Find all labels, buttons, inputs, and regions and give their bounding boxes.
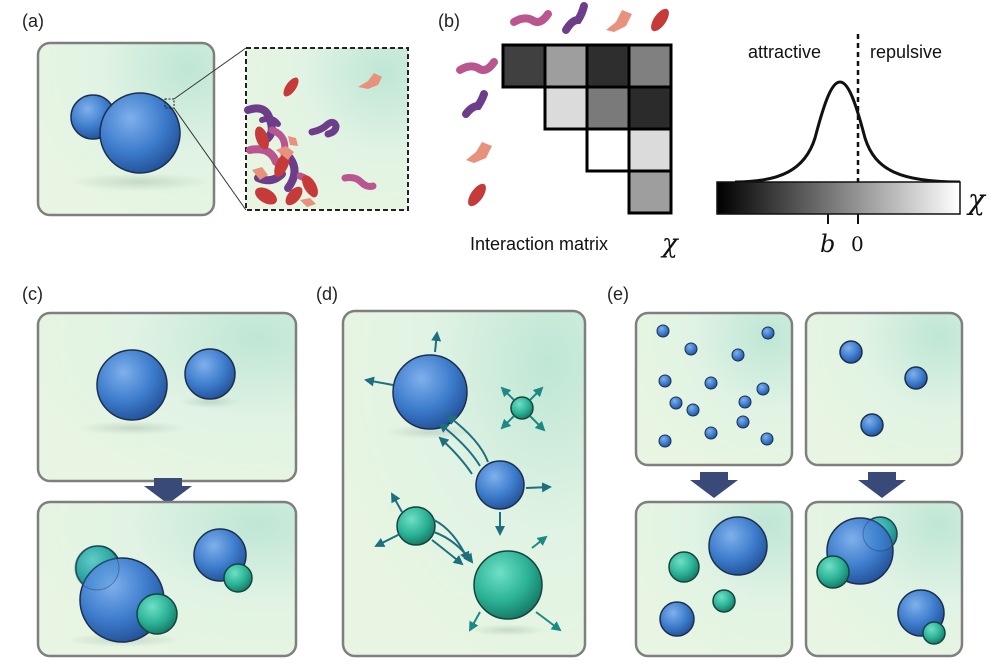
matrix-caption: Interaction matrix — [470, 234, 608, 254]
protein-salmon-icon — [466, 142, 492, 163]
repulsive-label: repulsive — [870, 42, 942, 62]
teal-droplet — [922, 621, 946, 645]
teal-droplet — [712, 589, 736, 613]
droplet — [860, 413, 884, 437]
transition-arrow — [144, 478, 192, 504]
colorbar — [716, 181, 961, 215]
protein-salmon — [358, 73, 382, 89]
panel-a — [36, 41, 409, 217]
small-droplet — [184, 348, 236, 400]
protein-pink-icon — [510, 10, 552, 26]
medium-droplet — [475, 460, 525, 510]
chi-symbol-matrix: χ — [660, 229, 680, 259]
matrix-cell-2-2 — [585, 127, 631, 173]
matrix-cell-1-1 — [543, 85, 589, 131]
protein-red-icon — [468, 183, 486, 207]
teal-droplet — [136, 593, 178, 635]
flux-arrows — [364, 331, 552, 566]
interaction-matrix — [501, 43, 673, 215]
panel-b-label: (b) — [438, 11, 460, 31]
transition-arrow-left — [690, 472, 738, 498]
panel-e-left-top-box — [634, 311, 794, 467]
large-droplet — [392, 354, 468, 430]
matrix-cell-1-3 — [627, 85, 673, 131]
large-droplet — [99, 92, 181, 174]
droplet-shadow — [70, 173, 210, 191]
protein-pink-icon — [456, 58, 498, 74]
panel-b: Interaction matrix χ attractive repulsiv… — [456, 2, 987, 259]
protein-purple — [308, 118, 340, 138]
protein-cluster — [244, 104, 318, 207]
zoom-line-top — [173, 47, 247, 100]
transition-arrow-right — [858, 472, 906, 498]
protein-red — [283, 77, 299, 97]
small-teal-droplet — [510, 396, 534, 420]
panel-a-label: (a) — [22, 11, 44, 31]
protein-pink — [341, 174, 377, 190]
protein-purple-icon — [462, 90, 488, 118]
droplet — [904, 366, 928, 390]
matrix-cell-1-2 — [585, 85, 631, 131]
tick-zero-label: 0 — [851, 232, 864, 256]
matrix-cell-0-3 — [627, 43, 673, 89]
matrix-cell-0-2 — [585, 43, 631, 89]
matrix-cell-0-0 — [501, 43, 547, 89]
teal-droplet — [816, 555, 850, 589]
distribution-curve — [734, 80, 961, 184]
dissolve-arrows — [469, 386, 562, 632]
panel-e-label: (e) — [607, 284, 629, 304]
panel-e — [634, 311, 964, 658]
matrix-cell-3-3 — [627, 169, 673, 215]
large-droplet — [96, 349, 168, 421]
chi-symbol-colorbar: χ — [966, 183, 987, 216]
panel-c-label: (c) — [22, 284, 43, 304]
panel-c — [36, 311, 298, 658]
droplet — [708, 516, 768, 576]
teal-droplet — [223, 563, 253, 593]
panel-d-box — [341, 309, 587, 658]
panel-d — [341, 309, 587, 658]
matrix-cell-2-3 — [627, 127, 673, 173]
droplet — [659, 601, 695, 637]
panel-e-left-bottom-box — [634, 500, 794, 658]
droplet — [839, 340, 863, 364]
protein-salmon-icon — [606, 10, 632, 32]
protein-red-icon — [651, 8, 669, 32]
many-small-droplets — [656, 324, 775, 448]
large-teal-droplet — [473, 550, 543, 620]
teal-droplet — [668, 551, 700, 583]
attractive-label: attractive — [748, 42, 821, 62]
zoom-region — [164, 98, 175, 109]
panel-c-bottom-box — [36, 500, 298, 658]
protein-purple-icon — [562, 2, 588, 34]
panel-c-top-box — [36, 311, 298, 483]
tick-b-label: b — [820, 230, 835, 258]
panel-e-right-top-box — [804, 311, 964, 467]
zoom-line-bottom — [173, 107, 247, 211]
small-teal-droplet — [396, 506, 436, 546]
panel-d-label: (d) — [316, 284, 338, 304]
matrix-cell-0-1 — [543, 43, 589, 89]
